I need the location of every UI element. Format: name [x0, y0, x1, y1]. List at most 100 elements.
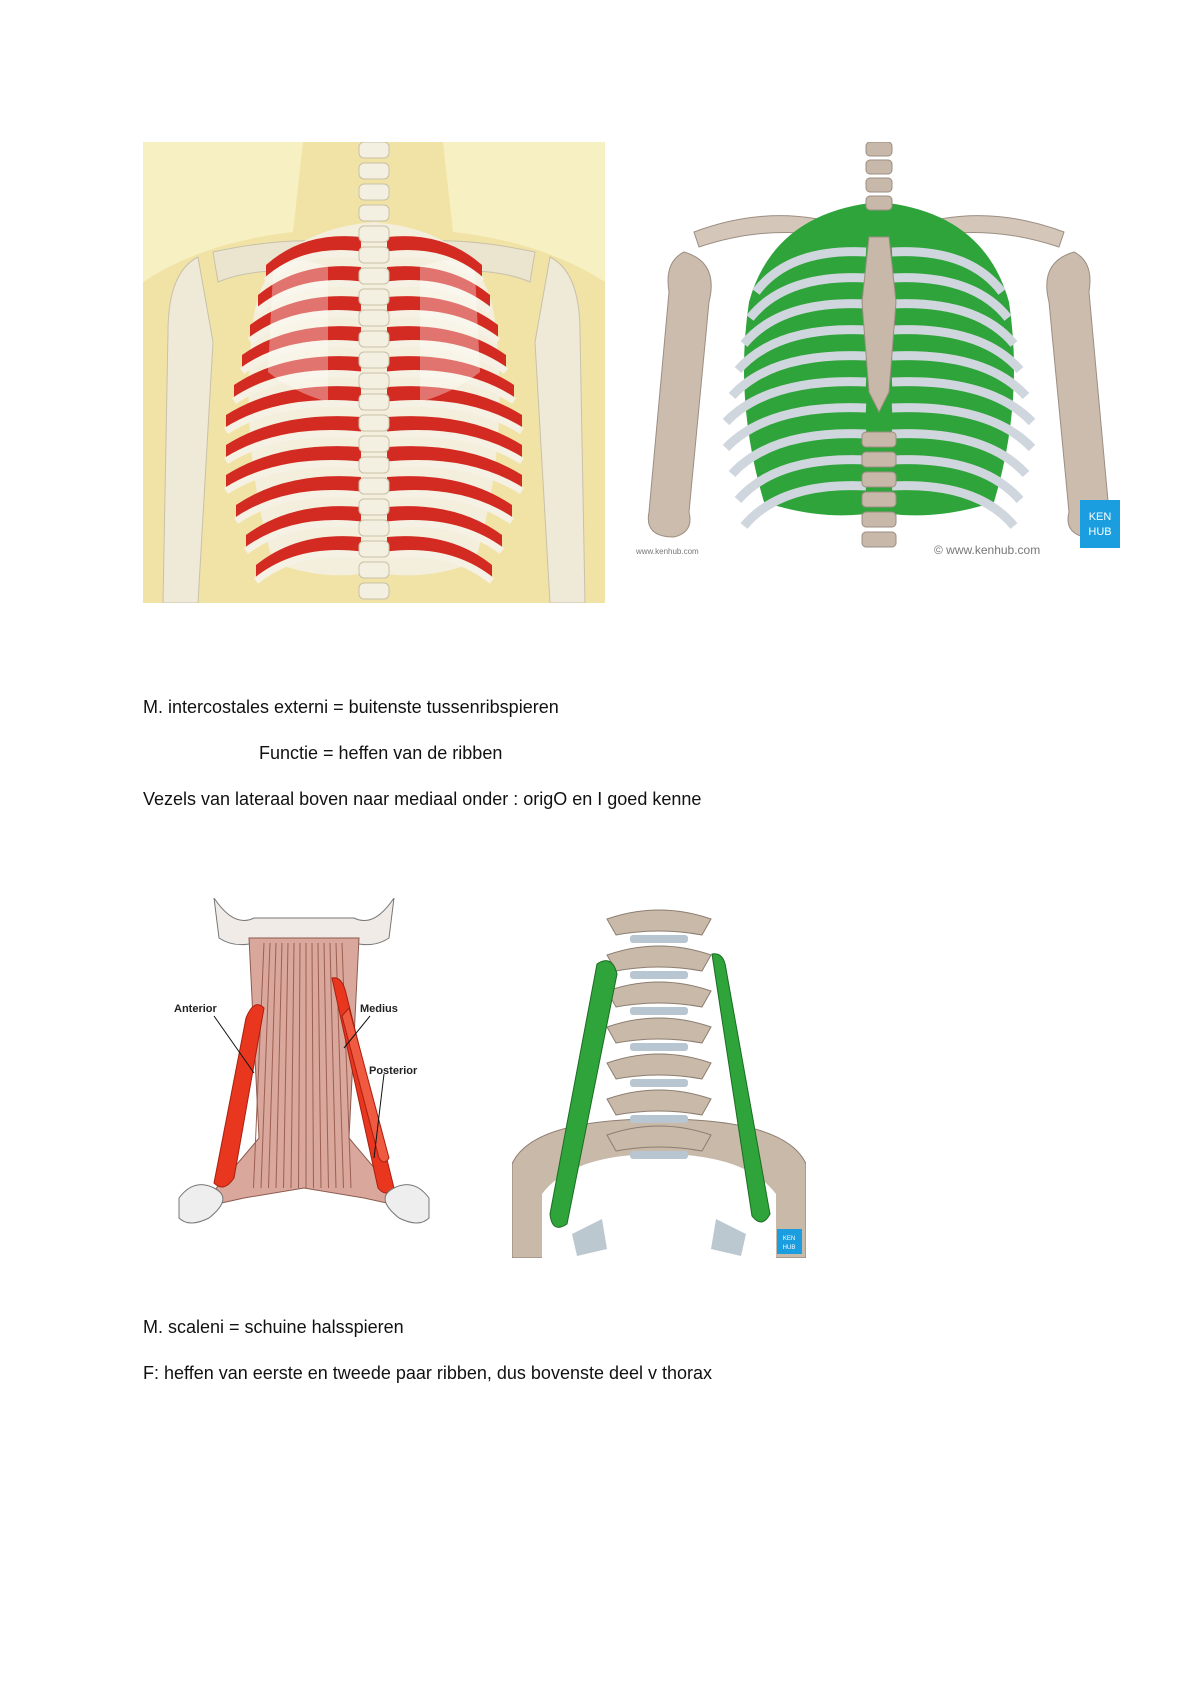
rib: [224, 460, 362, 494]
rib: [891, 351, 1030, 400]
watermark-left: www.kenhub.com: [635, 547, 699, 556]
muscle-fiber: [311, 942, 314, 1189]
muscle-fiber: [298, 942, 301, 1189]
muscle-fiber: [329, 942, 337, 1189]
intercostal-muscle-left: [256, 536, 361, 581]
rib: [224, 400, 362, 434]
rib: [728, 351, 867, 400]
rib: [891, 299, 1018, 347]
vertebra: [358, 477, 390, 495]
scapula-overlay: [268, 260, 328, 402]
intercostal-muscle-left: [236, 476, 361, 521]
intervertebral-disc: [630, 1115, 688, 1123]
vertebra: [861, 491, 897, 508]
vertebra: [861, 431, 897, 448]
vertebra: [606, 1125, 712, 1152]
intercostal-muscle-right: [387, 476, 512, 521]
intercostal-muscle-left: [258, 266, 361, 311]
intervertebral-disc: [630, 1079, 688, 1087]
muscle-fiber: [341, 942, 352, 1189]
vertebra: [358, 225, 390, 243]
intervertebral-disc: [630, 935, 688, 943]
heading-scaleni: M. scaleni = schuine halsspieren: [143, 1317, 404, 1337]
fiber-direction-note: Vezels van lateraal boven naar mediaal o…: [143, 789, 702, 809]
vertebra: [865, 142, 893, 157]
intervertebral-disc: [630, 1043, 688, 1051]
vertebra: [606, 909, 712, 936]
vertebra: [606, 1053, 712, 1080]
rib: [386, 430, 524, 464]
label-medius: Medius: [360, 1003, 398, 1015]
rib: [386, 279, 493, 314]
kenhub-badge-line2: HUB: [1088, 526, 1111, 538]
vertebra: [358, 582, 390, 600]
intercostal-muscle-left: [266, 236, 361, 281]
vertebra: [358, 435, 390, 453]
rib: [247, 309, 362, 344]
vertebra: [861, 511, 897, 528]
rib: [722, 403, 867, 452]
rib: [891, 273, 1012, 321]
rib: [728, 429, 867, 478]
intercostal-muscle-left: [242, 326, 361, 371]
intervertebral-disc: [630, 1151, 688, 1159]
vertebra: [861, 531, 897, 548]
vertebra: [358, 288, 390, 306]
vertebra: [358, 372, 390, 390]
rib: [891, 455, 1024, 504]
rib: [386, 309, 501, 344]
rib: [243, 520, 362, 554]
vertebra: [358, 204, 390, 222]
vertebra: [861, 471, 897, 488]
rib: [891, 247, 1006, 295]
vertebra: [358, 246, 390, 264]
rib: [386, 400, 524, 434]
rib: [740, 299, 867, 347]
rib: [386, 520, 505, 554]
rib: [386, 249, 485, 284]
vertebra: [358, 519, 390, 537]
intercostales-anterior-illustration: www.kenhub.com © www.kenhub.com KEN HUB: [634, 142, 1137, 564]
scapula-overlay: [420, 260, 480, 402]
function-scaleni: F: heffen van eerste en tweede paar ribb…: [143, 1363, 713, 1383]
intercostal-muscle-left: [250, 296, 361, 341]
vertebra: [865, 159, 893, 175]
intercostal-muscle-right: [387, 446, 522, 491]
rib: [891, 481, 1018, 529]
muscle-fiber: [317, 942, 322, 1189]
vertebra: [865, 177, 893, 193]
kenhub-badge-line1: KEN: [783, 1236, 795, 1242]
intercostal-muscle-left: [226, 386, 361, 431]
vertebra: [358, 142, 390, 159]
rib: [255, 279, 362, 314]
muscle-fiber: [275, 942, 283, 1189]
intercostal-muscle-right: [387, 416, 522, 461]
vertebra: [865, 195, 893, 211]
vertebra: [358, 309, 390, 327]
vertebra: [358, 414, 390, 432]
muscle-fiber: [268, 942, 277, 1189]
vertebra: [606, 945, 712, 972]
vertebra: [358, 456, 390, 474]
intercostal-muscle-right: [387, 266, 490, 311]
rib: [386, 370, 516, 404]
muscle-fiber: [323, 942, 329, 1189]
vertebra: [358, 267, 390, 285]
intercostal-muscle-left: [246, 506, 361, 551]
kenhub-badge-line1: KEN: [1089, 511, 1112, 523]
rib: [746, 273, 867, 321]
intervertebral-disc: [630, 1007, 688, 1015]
rib: [734, 455, 867, 504]
vertebra: [358, 498, 390, 516]
rib: [234, 490, 362, 524]
rib: [740, 481, 867, 529]
kenhub-logo-icon: [1080, 500, 1120, 548]
vertebra: [358, 330, 390, 348]
vertebra: [358, 162, 390, 180]
rib: [386, 460, 524, 494]
vertebra: [358, 393, 390, 411]
rib: [239, 340, 362, 374]
intercostal-muscle-right: [387, 236, 482, 281]
intercostal-muscle-right: [387, 356, 514, 401]
rib: [386, 340, 509, 374]
